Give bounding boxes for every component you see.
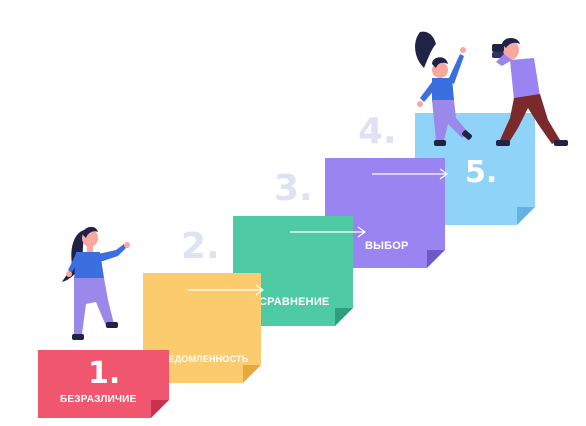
step-1-number: 1. (88, 356, 121, 391)
person-with-binoculars-figure (492, 38, 568, 146)
binoculars-icon (492, 44, 504, 58)
step-3-fold (335, 308, 353, 326)
arrow-icon (188, 284, 265, 296)
person-jumping-figure (415, 31, 472, 146)
arrow-icon (372, 168, 449, 180)
person-walking-illustration (62, 226, 130, 340)
step-2-ghost-number: 2. (181, 226, 220, 267)
step-5-number: 5. (465, 155, 498, 190)
step-3-label: СРАВНЕНИЕ (259, 296, 330, 308)
step-1-label: БЕЗРАЗЛИЧИЕ (60, 394, 137, 405)
step-4-fold (427, 250, 445, 268)
person-with-binoculars-illustration (492, 38, 568, 146)
arrow-icon (290, 226, 367, 238)
step-4-ghost-number: 4. (358, 111, 397, 152)
step-5-fold (517, 207, 535, 225)
step-2-label: ОСВЕДОМЛЕННОСТЬ (148, 354, 249, 364)
step-4-label: ВЫБОР (365, 240, 409, 252)
step-1-block: 1. БЕЗРАЗЛИЧИЕ (38, 350, 169, 418)
step-2-fold (243, 365, 261, 383)
step-3-ghost-number: 3. (274, 168, 313, 209)
person-jumping-illustration (415, 31, 472, 146)
step-1-fold (151, 400, 169, 418)
person-walking-figure (62, 226, 130, 340)
